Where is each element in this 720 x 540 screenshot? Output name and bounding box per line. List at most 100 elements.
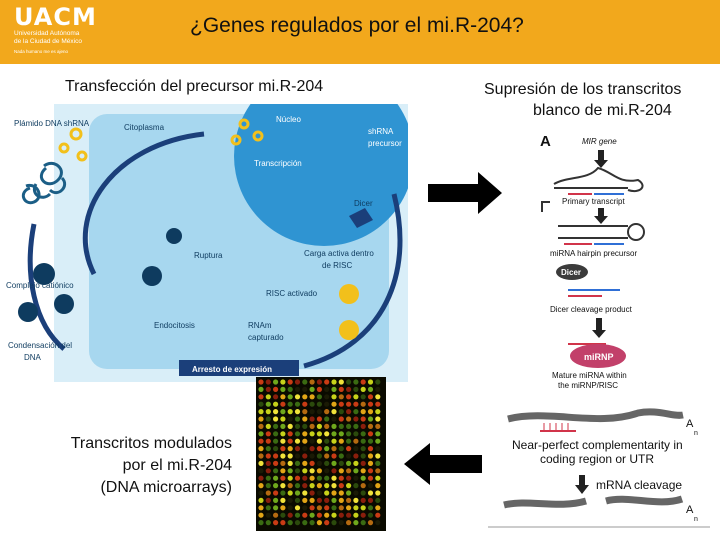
mirnp-shape (570, 344, 626, 368)
microarray-spot (375, 438, 381, 444)
microarray-spot (360, 453, 366, 459)
complex-icons (18, 228, 182, 322)
microarray-spot (273, 401, 279, 407)
microarray-spot (309, 386, 315, 392)
microarray-spot (360, 460, 366, 466)
microarray-spot (294, 468, 301, 474)
microarray-spot (309, 423, 315, 429)
slide-title: ¿Genes regulados por el mi.R-204? (190, 14, 524, 37)
microarray-image (256, 377, 386, 531)
microarray-spot (324, 409, 330, 415)
microarray-spot (346, 460, 352, 466)
microarray-spot (338, 438, 344, 444)
label-endocytosis: Endocitosis (154, 321, 195, 330)
label-rupture: Ruptura (194, 251, 223, 260)
microarray-spot (302, 379, 308, 385)
microarray-spot (273, 386, 279, 392)
microarray-spot (258, 401, 264, 407)
microarray-spot (258, 416, 264, 422)
microarray-spot (360, 512, 366, 518)
label-complementarity-2: coding region or UTR (540, 452, 654, 466)
microarray-spot (265, 431, 271, 437)
label-mature-1: Mature miRNA within (552, 371, 627, 380)
microarray-spot (346, 505, 352, 511)
microarray-spot (331, 490, 337, 496)
microarray-spot (346, 394, 352, 400)
microarray-spot (265, 520, 271, 526)
label-polya-bottom-sub: n (694, 516, 698, 523)
microarray-spot (346, 379, 352, 385)
microarray-spot (294, 453, 301, 459)
microarray-spot (338, 512, 344, 518)
microarray-spot (331, 446, 337, 452)
microarray-spot (324, 438, 330, 444)
microarray-spot (324, 497, 330, 503)
label-risc-load-1: Carga activa dentro (304, 249, 374, 258)
mirna-red-strands (564, 193, 606, 345)
microarray-spot (360, 483, 366, 489)
microarray-spot (360, 416, 366, 422)
microarray-spot (338, 409, 344, 415)
microarray-spot (367, 453, 374, 459)
label-condensation-2: DNA (24, 353, 42, 362)
microarray-spot (338, 483, 344, 489)
microarray-spot (302, 483, 308, 489)
microarray-spot (324, 431, 330, 437)
microarray-spot (294, 438, 301, 444)
label-arrest: Arresto de expresión (192, 365, 272, 374)
label-precursor-2: precursor (368, 139, 402, 148)
microarray-spot (287, 490, 293, 496)
microarray-spot (316, 505, 322, 511)
microarray-spot (258, 512, 264, 518)
microarray-spot (331, 423, 337, 429)
microarray-spot (294, 475, 301, 481)
microarray-spot (302, 490, 308, 496)
microarray-spot (331, 468, 337, 474)
microarray-spot (360, 409, 366, 415)
microarray-spot (280, 423, 286, 429)
microarray-spot (280, 379, 286, 385)
microarray-spot (360, 394, 366, 400)
microarray-spot (331, 438, 337, 444)
microarray-spot (258, 423, 264, 429)
microarray-spot (316, 483, 322, 489)
microarray-spot (346, 520, 352, 526)
microarray-spot (375, 409, 381, 415)
microarray-spot (367, 460, 374, 466)
microarray-spot (346, 401, 352, 407)
microarray-spot (353, 490, 359, 496)
microarray-spot (346, 438, 352, 444)
microarray-spot (258, 438, 264, 444)
microarray-spot (353, 460, 359, 466)
logo-subtitle-line2: de la Ciudad de México (14, 38, 82, 45)
microarray-spot (294, 386, 301, 392)
microarray-spot (331, 379, 337, 385)
microarray-spot (331, 394, 337, 400)
microarray-spot (287, 475, 293, 481)
transfection-diagram: Plámido DNA shRNA Citoplasma Núcleo Tran… (4, 104, 408, 382)
microarray-spot (316, 460, 322, 466)
microarray-spot (287, 453, 293, 459)
down-arrow-icon (575, 475, 589, 494)
microarray-spot (353, 409, 359, 415)
microarray-spot (273, 520, 279, 526)
microarray-spot (353, 475, 359, 481)
microarray-spot (367, 379, 374, 385)
microarray-spot (324, 379, 330, 385)
microarray-spot (338, 416, 344, 422)
microarray-spot (265, 401, 271, 407)
microarray-spot (280, 446, 286, 452)
microarray-spot (302, 453, 308, 459)
microarray-spot (309, 401, 315, 407)
microarray-spot (346, 490, 352, 496)
label-risc-active: RISC activado (266, 289, 318, 298)
microarray-spot (302, 438, 308, 444)
cycle-arrow (82, 131, 205, 276)
label-polya-bottom: A (686, 504, 694, 516)
microarray-spot (331, 512, 337, 518)
microarray-spot (302, 394, 308, 400)
microarray-spot (360, 468, 366, 474)
microarray-spot (324, 512, 330, 518)
microarray-spot (338, 401, 344, 407)
logo-subtitle-line1: Universidad Autónoma (14, 30, 80, 37)
